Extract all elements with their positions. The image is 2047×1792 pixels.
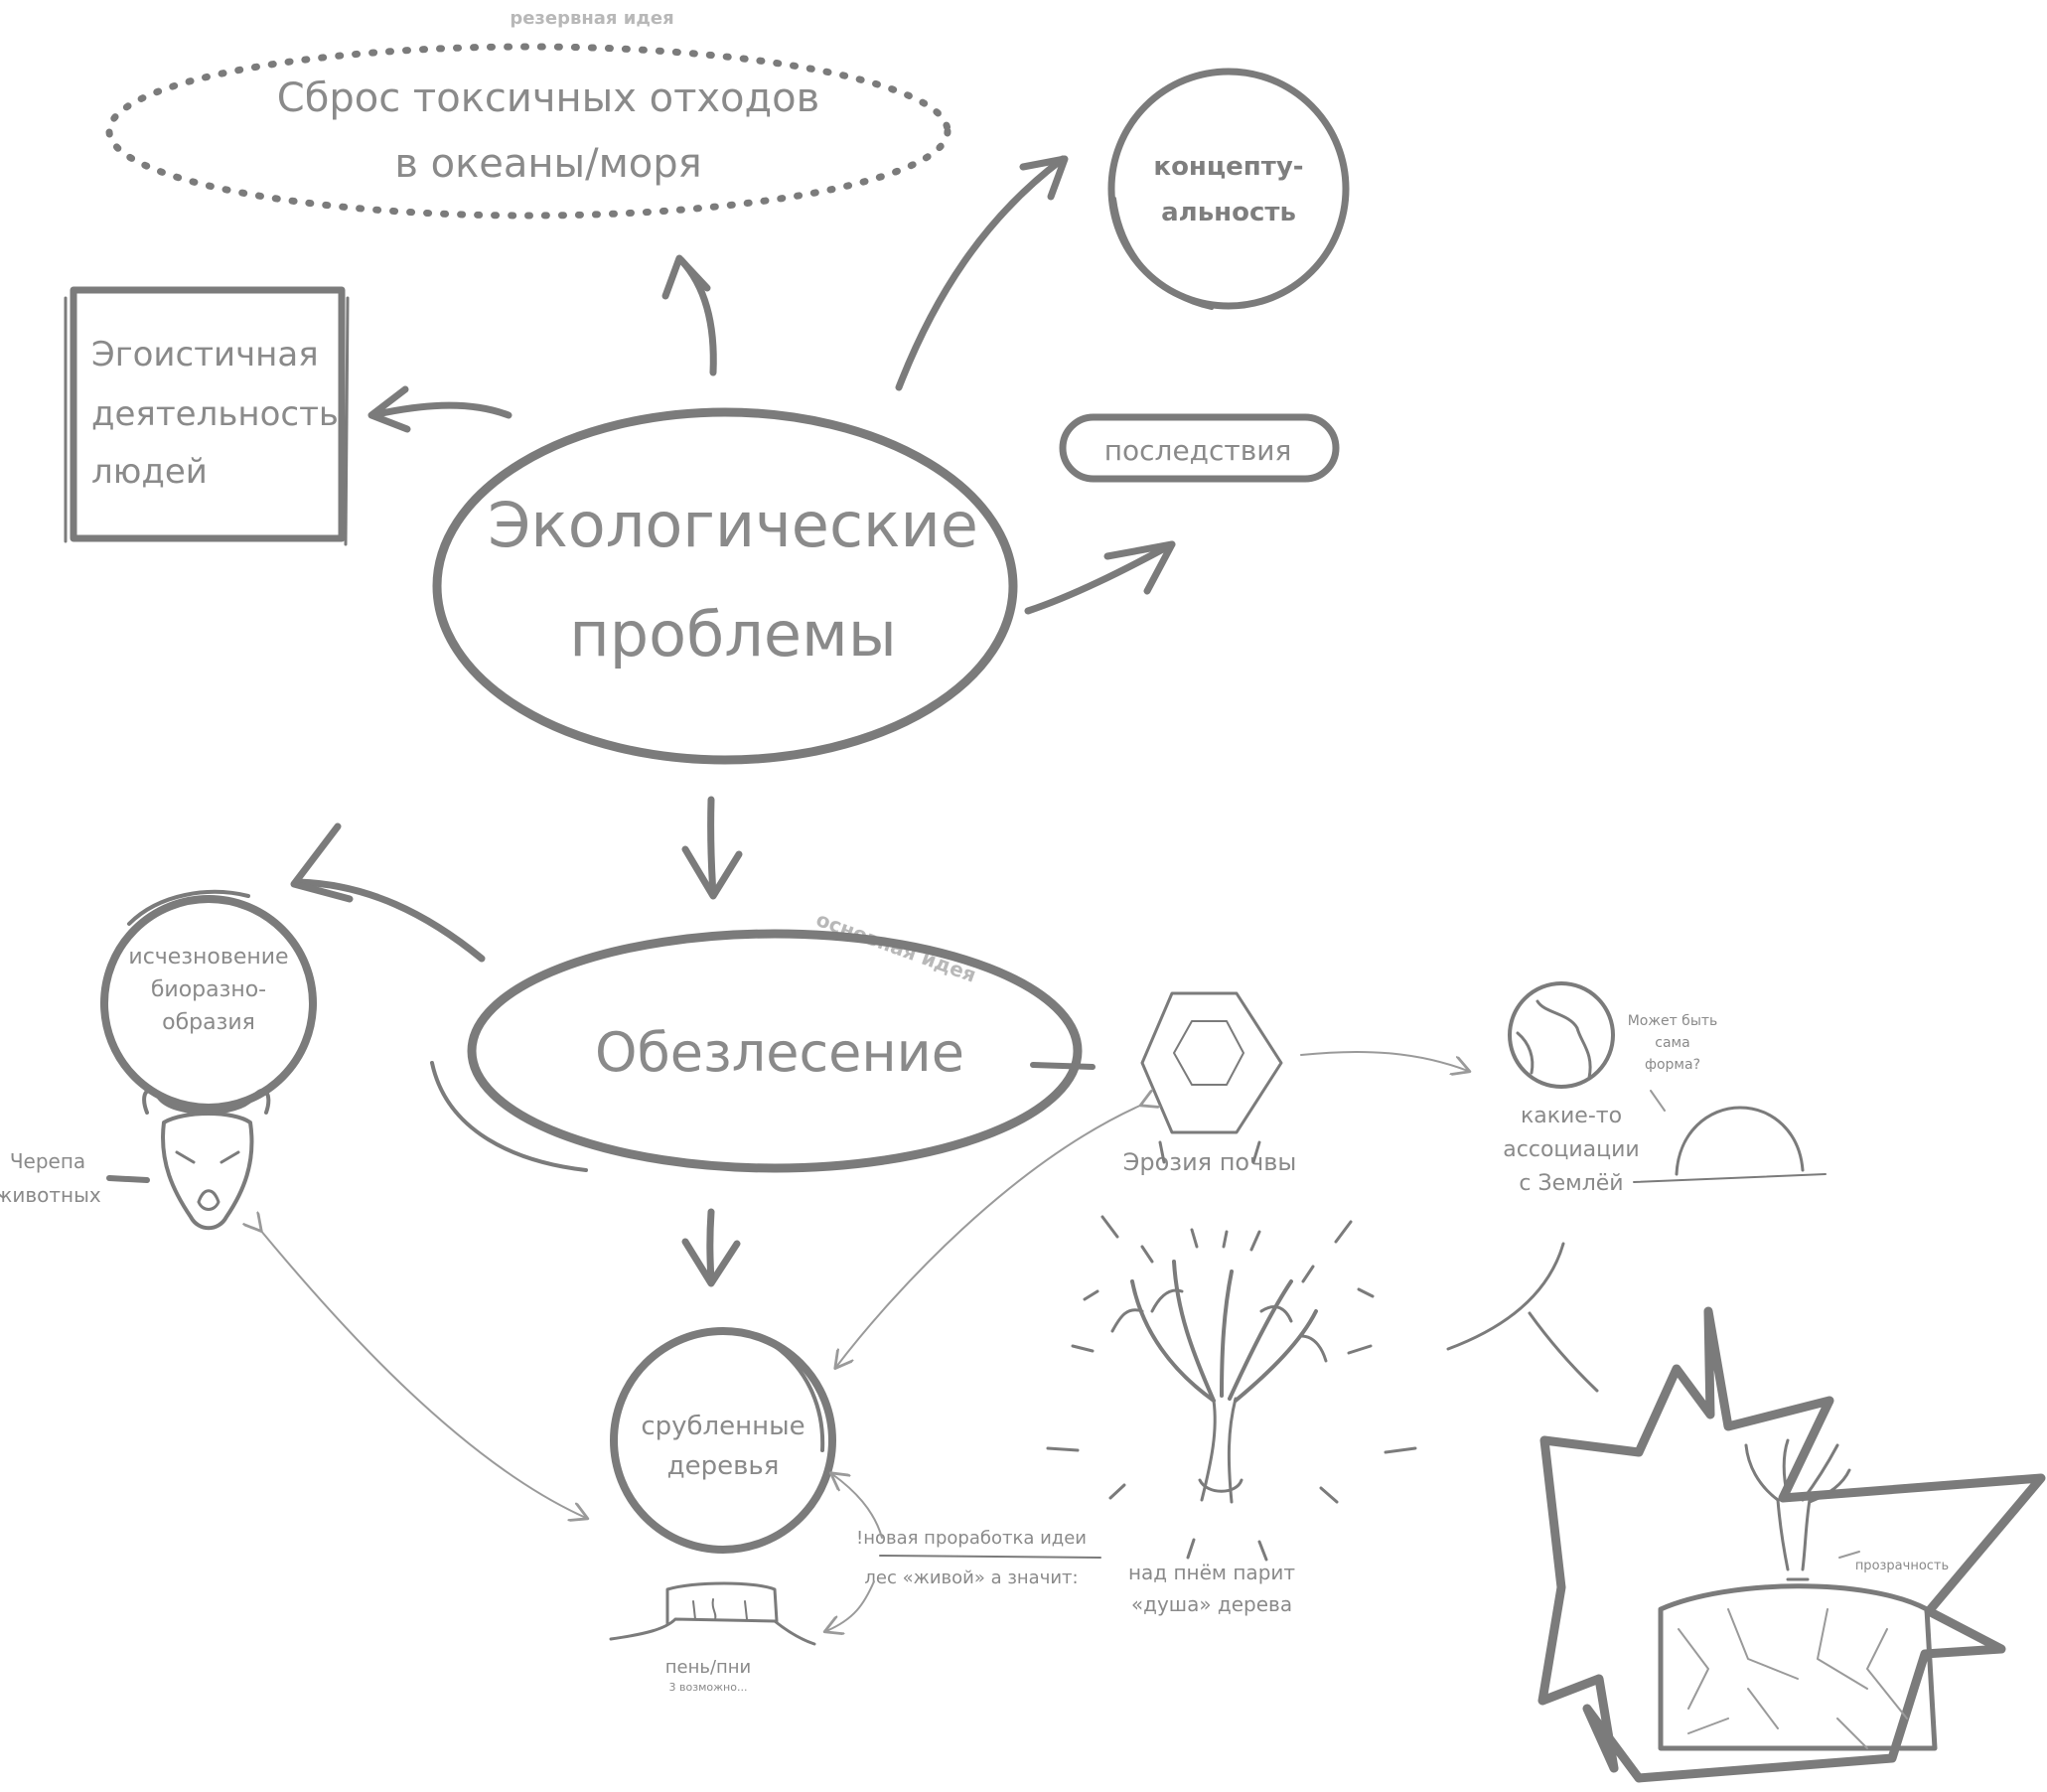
biodiversity-line1: исчезновение [128, 945, 288, 970]
maybe-form-line3: форма? [1645, 1057, 1700, 1073]
arrow-erosion-felled [836, 1105, 1142, 1367]
maybe-form-line1: Может быть [1628, 1013, 1718, 1029]
arrow-to-consequences [1024, 540, 1176, 615]
biodiversity-node[interactable]: исчезновение биоразно- образия [100, 889, 317, 1112]
new-idea-line2: лес «живой» а значит: [864, 1568, 1078, 1588]
arrow-to-deforestation [681, 796, 743, 900]
soul-line2: «душа» дерева [1131, 1592, 1292, 1616]
arrow-to-selfish [367, 385, 512, 433]
conceptuality-node[interactable]: концепту- альность [1107, 68, 1350, 310]
horizon-icon [1633, 1106, 1827, 1183]
felled-trees-line2: деревья [667, 1451, 780, 1481]
conceptuality-line2: альность [1161, 198, 1296, 227]
soul-label: над пнём парит «душа» дерева [1128, 1561, 1295, 1616]
earth-assoc-line2: ассоциации [1503, 1137, 1639, 1162]
stump-icon [609, 1581, 816, 1646]
transparency-label: прозрачность [1855, 1559, 1949, 1573]
arrow-to-biodiversity [290, 822, 486, 963]
deforestation-label: Обезлесение [595, 1021, 964, 1084]
skulls-line2: животных [0, 1183, 101, 1207]
deforestation-node[interactable]: Обезлесение [430, 929, 1083, 1173]
star-burst-node[interactable]: прозрачность [1537, 1306, 2046, 1783]
soul-line1: над пнём парит [1128, 1561, 1295, 1584]
stump-label: пень/пни [665, 1657, 752, 1678]
tree-soul-icon [1046, 1140, 1417, 1562]
new-idea-note: !новая проработка идеи лес «живой» а зна… [826, 1474, 1101, 1631]
eco-problems-node[interactable]: Экологические проблемы [432, 407, 1018, 765]
earth-link-2 [1528, 1311, 1599, 1393]
toxic-waste-node[interactable]: Сброс токсичных отходов в океаны/моря [105, 43, 951, 220]
biodiversity-line2: биоразно- [151, 977, 266, 1002]
stump-note: 3 возможно... [669, 1681, 748, 1694]
earth-assoc-line3: с Землёй [1519, 1171, 1623, 1196]
toxic-waste-line2: в океаны/моря [394, 141, 701, 187]
arrow-to-conceptuality [895, 155, 1069, 391]
arrow-to-felled-trees [681, 1208, 741, 1287]
selfish-line3: людей [91, 452, 208, 492]
consequences-label: последствия [1104, 434, 1292, 467]
skull-icon [142, 1088, 271, 1231]
toxic-waste-line1: Сброс токсичных отходов [277, 75, 819, 121]
eco-problems-line1: Экологические [488, 489, 978, 561]
consequences-node[interactable]: последствия [1059, 413, 1340, 483]
arrow-to-earth [1300, 1050, 1468, 1071]
selfish-line2: деятельность [91, 394, 339, 434]
arrow-skull-felled [260, 1230, 586, 1518]
earth-assoc-line1: какие-то [1521, 1104, 1622, 1128]
soil-erosion-label: Эрозия почвы [1123, 1148, 1297, 1176]
selfish-line1: Эгоистичная [91, 335, 319, 374]
skulls-line1: Черепа [10, 1149, 85, 1173]
earth-link-1 [1446, 1242, 1565, 1351]
new-idea-line1: !новая проработка идеи [856, 1528, 1087, 1549]
maybe-form-line2: сама [1655, 1035, 1689, 1051]
felled-trees-node[interactable]: срубленные деревья [610, 1327, 836, 1554]
arrow-to-toxic [661, 254, 717, 376]
earth-assoc-label: какие-то ассоциации с Землёй [1503, 1104, 1639, 1196]
conceptuality-line1: концепту- [1153, 152, 1303, 182]
earth-icon [1508, 981, 1615, 1089]
felled-trees-line1: срубленные [641, 1412, 804, 1441]
gem-icon [1140, 991, 1283, 1134]
maybe-form-note: Может быть сама форма? [1628, 1013, 1718, 1112]
biodiversity-line3: образия [162, 1010, 255, 1035]
deforestation-dash [1030, 1062, 1096, 1070]
selfish-activity-node[interactable]: Эгоистичная деятельность людей [64, 286, 350, 546]
eco-problems-line2: проблемы [569, 598, 897, 671]
skulls-label: Черепа животных [0, 1149, 150, 1207]
reserve-idea-note: резервная идея [510, 8, 673, 29]
